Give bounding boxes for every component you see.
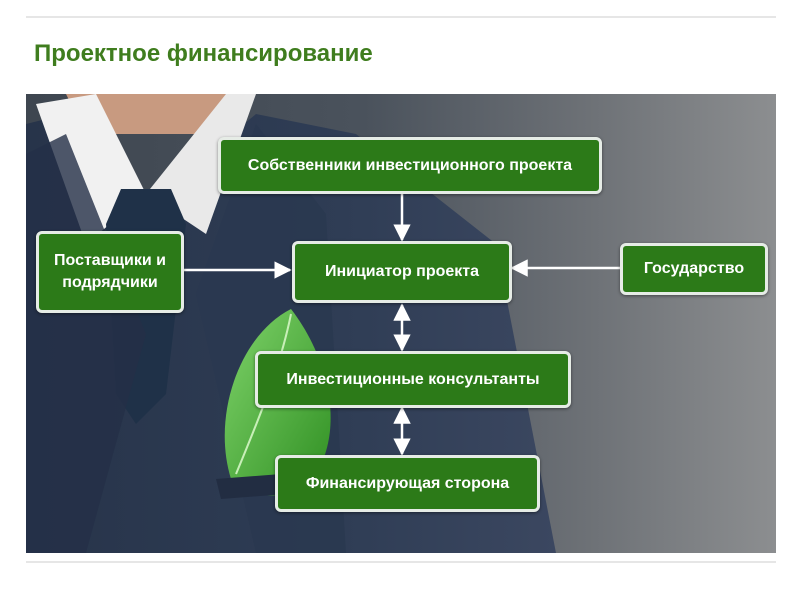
node-owners: Собственники инвестиционного проекта xyxy=(218,137,602,194)
node-initiator: Инициатор проекта xyxy=(292,241,512,303)
node-financing: Финансирующая сторона xyxy=(275,455,540,512)
node-consultants: Инвестиционные консультанты xyxy=(255,351,571,408)
top-divider xyxy=(26,16,776,18)
node-state: Государство xyxy=(620,243,768,295)
node-suppliers: Поставщики и подрядчики xyxy=(36,231,184,313)
page-title: Проектное финансирование xyxy=(34,40,373,67)
bottom-divider xyxy=(26,561,776,563)
